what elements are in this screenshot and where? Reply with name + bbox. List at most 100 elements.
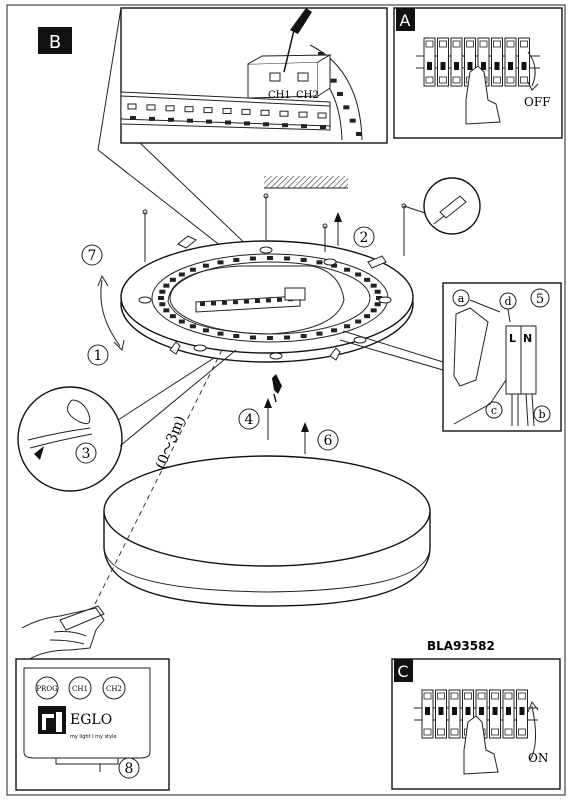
- breaker-screw: [491, 728, 499, 736]
- remote-range-line: [87, 349, 223, 619]
- led-chip: [241, 108, 251, 115]
- led-chip: [169, 314, 176, 319]
- breaker-screw: [493, 76, 501, 84]
- breaker-screw: [493, 40, 501, 48]
- terminal-n-label: N: [523, 332, 532, 345]
- led-chip: [374, 289, 381, 294]
- cover-bracket: [453, 307, 489, 387]
- breaker-screw: [479, 40, 488, 48]
- hand-remote-icon: [21, 605, 105, 661]
- arrow-up-icon: [527, 700, 539, 713]
- breaker-screw: [491, 692, 499, 700]
- led-chip: [200, 302, 205, 306]
- mounting-hole: [138, 296, 152, 304]
- led-chip: [355, 319, 362, 324]
- led-chip: [260, 109, 270, 116]
- clip-right: [367, 255, 387, 269]
- breaker-screw: [450, 728, 459, 736]
- ch1-switch: [269, 72, 281, 82]
- panel-b-badge: [38, 27, 72, 54]
- pcb-strip: [120, 91, 331, 131]
- on-label: ON: [528, 751, 548, 765]
- led-chip: [364, 277, 371, 282]
- model-number: BLA93582: [427, 639, 495, 653]
- step-6-arrow: 6: [301, 422, 339, 454]
- led-chip: [337, 92, 343, 96]
- step-2-arrow: [334, 212, 342, 246]
- led-chip: [316, 331, 323, 336]
- step-3-label: 3: [82, 446, 91, 462]
- switch-off-arrow: [527, 51, 536, 87]
- led-chip: [158, 296, 164, 300]
- breaker-screw: [518, 692, 526, 700]
- breaker-toggle: [492, 707, 498, 715]
- breaker-toggle: [506, 707, 511, 715]
- breaker-screw: [425, 40, 434, 48]
- step-5-label: 5: [536, 292, 544, 307]
- distance-label: (0～3m): [153, 414, 189, 472]
- mounting-hole: [259, 246, 273, 254]
- breaker-screw: [520, 76, 528, 84]
- led-chip: [203, 107, 213, 114]
- led-chip: [330, 78, 337, 83]
- breaker-screw: [518, 728, 526, 736]
- led-chip: [163, 308, 170, 313]
- led-chip: [317, 112, 327, 119]
- led-chip: [284, 335, 291, 340]
- led-chip: [349, 118, 356, 123]
- led-chip: [202, 328, 209, 333]
- led-chip: [159, 302, 166, 307]
- brand-tagline: my light I my style: [70, 734, 117, 740]
- breaker-screw: [466, 40, 474, 48]
- breaker-screw: [437, 728, 445, 736]
- clip-left: [177, 235, 197, 249]
- mounting-plate: [120, 235, 414, 363]
- mounting-hole: [193, 344, 207, 352]
- inner-led-strip: [195, 295, 301, 313]
- panel-b-leader-left: [97, 7, 122, 151]
- led-chip: [233, 257, 240, 262]
- screwdriver-small-icon: [453, 379, 507, 425]
- led-chip: [178, 319, 185, 324]
- led-chip: [244, 299, 249, 304]
- led-chip: [344, 324, 351, 329]
- led-chip: [169, 277, 176, 282]
- led-chip: [316, 260, 323, 265]
- led-chip: [189, 267, 196, 272]
- led-chip: [266, 298, 271, 303]
- breaker-screw: [520, 40, 528, 48]
- breaker-panel-off: [416, 37, 540, 87]
- breaker-toggle: [481, 62, 486, 70]
- hand-icon-c: [463, 715, 499, 775]
- driver-box: [284, 287, 306, 301]
- led-chip: [318, 52, 324, 56]
- step-4-label: 4: [245, 412, 254, 428]
- terminal-panel: L N a d 5 c b: [339, 282, 562, 432]
- mounting-hole: [378, 296, 392, 304]
- ch2-switch: [297, 72, 309, 82]
- led-chip: [267, 256, 273, 260]
- led-chip: [344, 267, 351, 272]
- breaker-screw: [504, 728, 513, 736]
- pcb-led-chips: [127, 103, 327, 129]
- breaker-screw: [425, 76, 434, 84]
- lamp-shade: [103, 455, 431, 607]
- led-chip: [370, 283, 377, 288]
- led-chip: [222, 300, 227, 305]
- page-frame: [6, 4, 566, 796]
- led-chip: [300, 257, 307, 262]
- ch2-label: CH2: [296, 90, 319, 101]
- breaker-toggle: [467, 62, 473, 70]
- breaker-toggle: [427, 62, 432, 70]
- led-chip: [233, 300, 238, 305]
- breaker-toggle: [425, 707, 430, 715]
- screws: [142, 193, 328, 262]
- led-chip: [300, 334, 307, 339]
- breaker-toggle: [465, 707, 471, 715]
- led-chip: [284, 256, 291, 261]
- breaker-screw: [452, 76, 461, 84]
- led-chip: [159, 289, 166, 294]
- breaker-screw: [452, 40, 461, 48]
- prog-button-label: PROG: [36, 685, 58, 693]
